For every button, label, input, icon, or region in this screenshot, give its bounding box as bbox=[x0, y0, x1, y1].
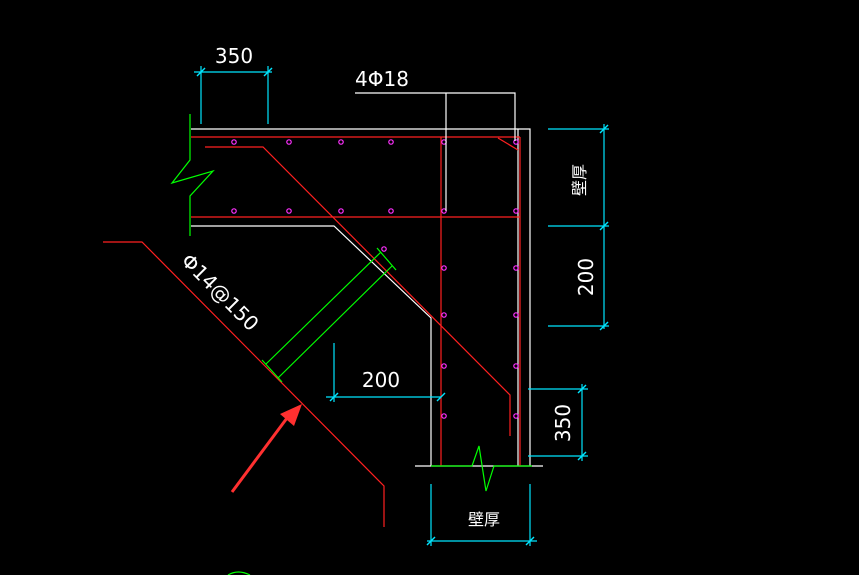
dim-top-350: 350 bbox=[215, 44, 253, 68]
rebar-top-label: 4Φ18 bbox=[355, 67, 409, 91]
partial-circle-mark bbox=[227, 571, 251, 575]
dim-right-wall: 壁厚 bbox=[570, 164, 589, 196]
break-lines bbox=[170, 114, 532, 492]
dimension-ticks bbox=[196, 67, 609, 546]
dim-bottom-wall: 壁厚 bbox=[468, 510, 500, 529]
dim-inner-200: 200 bbox=[362, 368, 400, 392]
dim-right-350: 350 bbox=[551, 404, 575, 442]
haunch-bar-dimension bbox=[261, 247, 397, 383]
dim-right-200: 200 bbox=[574, 258, 598, 296]
annotation-arrow bbox=[230, 404, 302, 493]
rebar-leader bbox=[355, 92, 516, 211]
